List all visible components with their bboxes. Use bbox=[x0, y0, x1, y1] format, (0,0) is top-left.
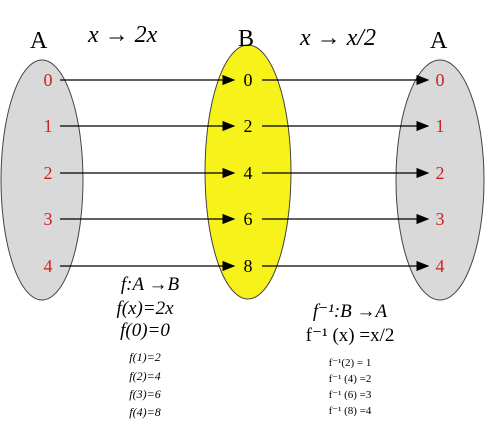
inverse-function-signature: f⁻¹:B →A bbox=[312, 301, 388, 322]
inverse-value-2: f⁻¹ (4) =2 bbox=[328, 373, 372, 385]
set-b-element: 0 bbox=[244, 70, 253, 90]
inverse-function-definition: f⁻¹ (x) =x/2 bbox=[305, 325, 395, 346]
forward-value-4: f(4)=8 bbox=[129, 405, 161, 419]
set-a-left-element: 0 bbox=[44, 70, 53, 90]
set-a-right-element: 0 bbox=[436, 70, 445, 90]
set-a-right-element: 4 bbox=[436, 256, 445, 276]
set-a-left-elements: 0 1 2 3 4 bbox=[44, 70, 53, 276]
forward-arrows bbox=[60, 74, 236, 272]
set-a-right-element: 3 bbox=[436, 209, 445, 229]
inverse-arrows bbox=[262, 74, 430, 272]
forward-function-definition: f(x)=2x bbox=[116, 298, 174, 319]
set-a-right-oval bbox=[395, 59, 485, 301]
set-a-left-element: 4 bbox=[44, 256, 53, 276]
inverse-value-3: f⁻¹ (6) =3 bbox=[328, 389, 372, 401]
set-a-left-title: A bbox=[30, 28, 48, 54]
set-a-right-element: 1 bbox=[436, 116, 445, 136]
set-a-left-element: 3 bbox=[44, 209, 53, 229]
forward-value-2: f(2)=4 bbox=[129, 369, 161, 383]
set-b-element: 4 bbox=[244, 163, 253, 183]
inverse-value-4: f⁻¹ (8) =4 bbox=[328, 405, 372, 417]
forward-function-example: f(0)=0 bbox=[120, 320, 170, 341]
forward-value-1: f(1)=2 bbox=[129, 350, 161, 364]
set-a-left-element: 1 bbox=[44, 116, 53, 136]
set-b-oval bbox=[204, 44, 292, 300]
set-a-right-element: 2 bbox=[436, 163, 445, 183]
set-a-right-title: A bbox=[430, 28, 448, 54]
forward-value-3: f(3)=6 bbox=[129, 387, 161, 401]
inverse-value-1: f⁻¹(2) = 1 bbox=[328, 357, 372, 369]
set-b-title: B bbox=[238, 26, 254, 52]
set-a-left-element: 2 bbox=[44, 163, 53, 183]
set-b-element: 8 bbox=[244, 256, 253, 276]
set-b-element: 6 bbox=[244, 209, 253, 229]
set-a-right-elements: 0 1 2 3 4 bbox=[436, 70, 445, 276]
set-b-element: 2 bbox=[244, 116, 253, 136]
forward-function-signature: f:A →B bbox=[120, 274, 180, 295]
inverse-rule: x → x/2 bbox=[299, 25, 376, 51]
set-a-left-oval bbox=[0, 59, 84, 301]
forward-rule: x → 2x bbox=[87, 22, 158, 48]
set-b-elements: 0 2 4 6 8 bbox=[244, 70, 253, 276]
